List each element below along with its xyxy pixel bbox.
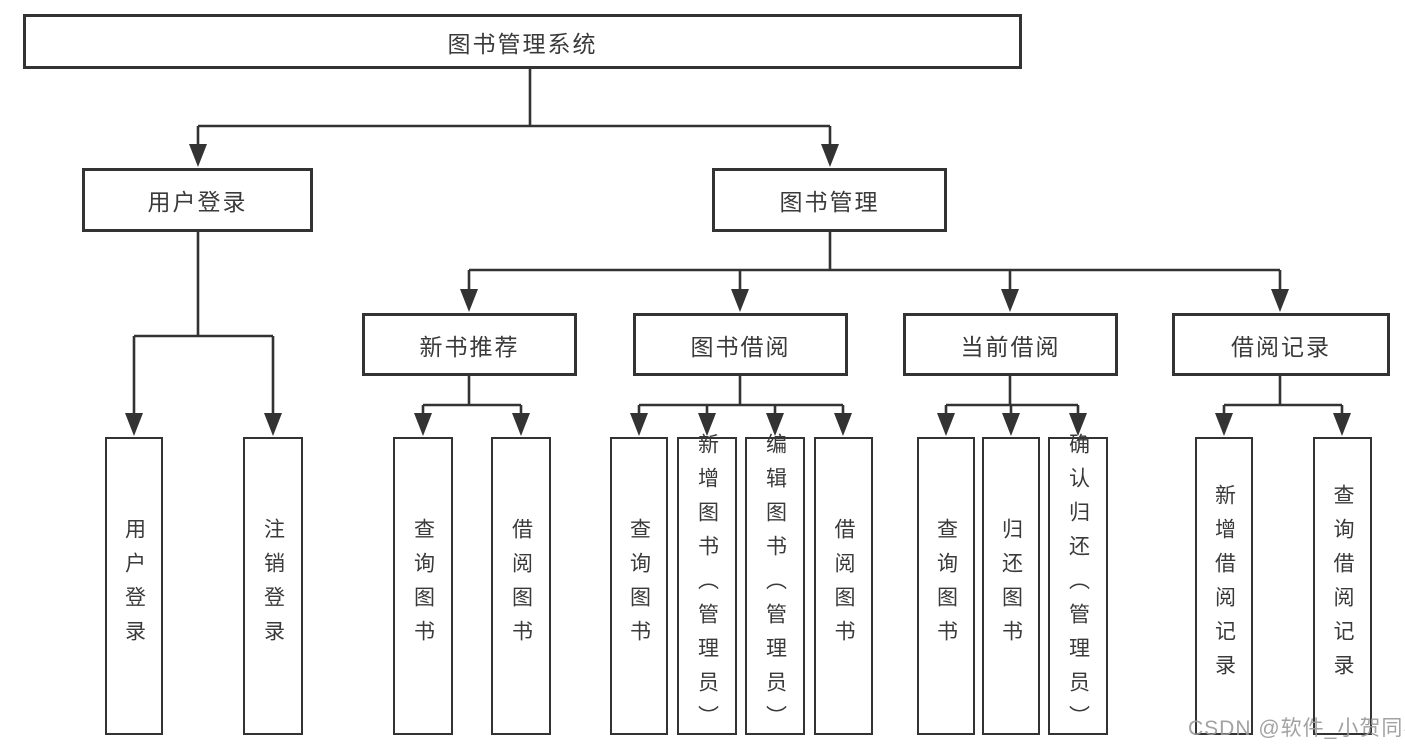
leaf-logout-login: 注销登录 <box>243 437 303 735</box>
leaf-query-books-borrowing: 查询图书 <box>610 437 668 735</box>
node-current-borrowing-label: 当前借阅 <box>960 333 1061 360</box>
node-user-login-label: 用户登录 <box>147 189 248 215</box>
leaf-add-books-admin: 新增图书（管理员） <box>677 433 737 739</box>
leaf-edit-books-admin: 编辑图书（管理员） <box>745 433 805 739</box>
node-book-management-label: 图书管理 <box>779 189 880 215</box>
leaf-add-borrow-record: 新增借阅记录 <box>1195 437 1253 735</box>
leaf-add-books-admin-label: 新增图书（管理员） <box>695 433 719 739</box>
tree-edges <box>132 69 1344 418</box>
leaf-confirm-return-admin: 确认归还（管理员） <box>1048 433 1108 739</box>
arrowheads <box>125 144 1351 436</box>
node-library-management-system-label: 图书管理系统 <box>447 30 598 57</box>
leaf-query-books-borrowing-label: 查询图书 <box>627 518 651 654</box>
leaf-query-borrow-record-label: 查询借阅记录 <box>1331 484 1354 688</box>
leaf-borrow-books: 借阅图书 <box>814 437 873 735</box>
leaf-query-books-current-label: 查询图书 <box>934 518 958 654</box>
node-new-book-recommend-label: 新书推荐 <box>419 333 520 360</box>
csdn-watermark: CSDN @软件_小贺同学 <box>1188 717 1405 740</box>
leaf-borrow-books-label: 借阅图书 <box>832 518 855 654</box>
leaf-borrow-books-recommend-label: 借阅图书 <box>509 518 533 654</box>
leaf-edit-books-admin-label: 编辑图书（管理员） <box>763 433 787 739</box>
leaf-user-login-label: 用户登录 <box>122 518 146 654</box>
leaf-query-borrow-record: 查询借阅记录 <box>1313 437 1372 735</box>
leaf-borrow-books-recommend: 借阅图书 <box>491 437 551 735</box>
node-user-login: 用户登录 <box>82 168 313 232</box>
node-book-borrowing-label: 图书借阅 <box>690 333 791 360</box>
leaf-query-books-recommend-label: 查询图书 <box>411 518 435 654</box>
leaf-add-borrow-record-label: 新增借阅记录 <box>1212 484 1236 688</box>
leaf-query-books-recommend: 查询图书 <box>393 437 453 735</box>
node-borrowing-records: 借阅记录 <box>1172 313 1390 376</box>
node-new-book-recommend: 新书推荐 <box>362 313 577 376</box>
leaf-query-books-current: 查询图书 <box>917 437 975 735</box>
node-borrowing-records-label: 借阅记录 <box>1231 333 1331 360</box>
leaf-return-books: 归还图书 <box>982 437 1040 735</box>
leaf-logout-login-label: 注销登录 <box>261 518 285 654</box>
leaf-confirm-return-admin-label: 确认归还（管理员） <box>1066 433 1090 739</box>
node-current-borrowing: 当前借阅 <box>903 313 1118 376</box>
node-library-management-system: 图书管理系统 <box>23 14 1022 69</box>
node-book-management: 图书管理 <box>712 168 947 232</box>
leaf-user-login: 用户登录 <box>105 437 163 735</box>
node-book-borrowing: 图书借阅 <box>633 313 848 376</box>
leaf-return-books-label: 归还图书 <box>999 518 1023 654</box>
